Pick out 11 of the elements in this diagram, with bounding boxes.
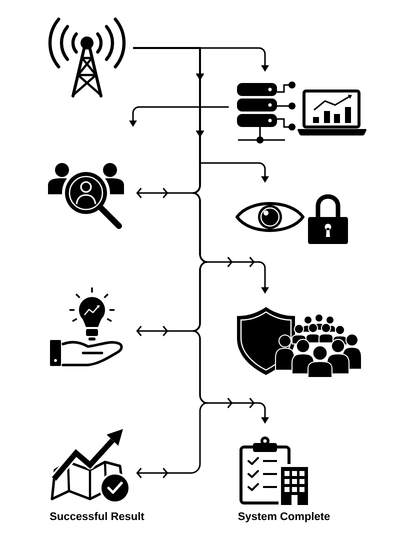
- eye-lock-icon: [236, 194, 348, 244]
- icon-label: System Complete: [238, 512, 330, 522]
- shield-crowd-icon: [237, 307, 362, 378]
- icon-label: Successful Result: [50, 512, 144, 520]
- radio-tower-icon: [48, 18, 126, 98]
- database-laptop-icon: [237, 82, 366, 144]
- arrow: [133, 47, 208, 478]
- people-search-icon: [48, 163, 124, 229]
- checklist-building-icon: [240, 436, 310, 506]
- growth-map-icon: [50, 429, 130, 504]
- idea-hand-icon: [50, 286, 123, 366]
